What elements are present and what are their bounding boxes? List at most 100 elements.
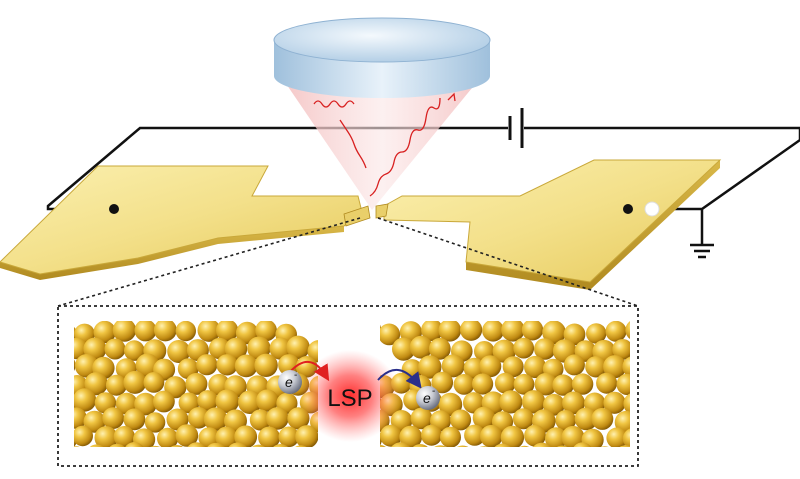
electron-right-label: e — [423, 390, 431, 406]
gold-nanoparticle — [251, 444, 266, 447]
gold-nanoparticle — [104, 338, 126, 360]
gold-nanoparticle — [591, 407, 614, 430]
gold-nanoparticle — [203, 407, 228, 432]
gold-nanoparticle — [74, 425, 93, 447]
gold-nanoparticle — [399, 425, 423, 447]
gold-nanoparticle — [410, 407, 433, 430]
gold-nanoparticle — [556, 445, 568, 447]
gold-nanoparticle — [421, 321, 444, 342]
gold-nanoparticle — [482, 321, 505, 342]
gold-nanoparticle — [113, 426, 135, 447]
light-cone — [274, 66, 490, 210]
wire-right — [524, 126, 800, 211]
gold-nanoparticle — [562, 391, 585, 415]
gold-nanoparticle — [295, 445, 307, 447]
gold-nanoparticle — [269, 337, 292, 360]
gold-nanoparticle — [603, 355, 627, 379]
gold-nanoparticle — [502, 356, 524, 378]
gold-nanoparticle — [109, 443, 125, 447]
gold-nanoparticle — [534, 338, 556, 360]
gold-nanoparticle — [105, 374, 127, 396]
right-contact-node-white — [644, 201, 660, 217]
gold-nanoparticle — [224, 337, 248, 360]
gold-nanoparticle — [563, 323, 586, 346]
electron-arrow-right — [377, 369, 422, 389]
gold-nanoparticle — [513, 373, 535, 395]
gold-nanoparticle — [187, 442, 206, 447]
gold-nanoparticle — [563, 354, 585, 376]
gold-nanoparticle — [606, 427, 628, 447]
zoom-lines — [57, 217, 639, 307]
right-contact-dot — [623, 204, 633, 214]
battery-icon — [508, 108, 524, 148]
gold-nanoparticle — [133, 428, 156, 447]
gold-nanoparticle — [545, 427, 568, 447]
gold-nanoparticle — [421, 424, 442, 446]
gold-nanoparticle — [234, 425, 258, 447]
gold-nanoparticle — [453, 374, 475, 395]
photon-arrow-right — [447, 92, 456, 102]
gold-nanoparticle — [600, 446, 609, 447]
gold-nanoparticle — [198, 427, 220, 447]
gold-nanoparticle — [380, 444, 386, 447]
gold-nanoparticle — [256, 389, 279, 412]
electron-right: e - — [416, 386, 440, 410]
photon-waves — [313, 92, 456, 197]
gold-nanoparticle — [215, 426, 238, 447]
gold-nanoparticle — [605, 321, 627, 342]
gold-nanoparticle — [409, 335, 433, 359]
gold-nanoparticle — [512, 408, 534, 430]
gold-nanoparticle — [428, 337, 451, 360]
gold-nanoparticle — [623, 393, 630, 415]
gold-nanoparticle — [123, 408, 146, 431]
gold-nanoparticle — [197, 321, 221, 342]
gold-nanoparticle — [513, 337, 535, 359]
gold-nanoparticle — [134, 321, 157, 342]
gold-nanoparticle — [456, 445, 469, 447]
gold-nanoparticle — [431, 371, 454, 394]
gold-nanoparticle — [295, 425, 318, 447]
gold-nanoparticle — [571, 373, 594, 395]
gold-nanoparticle — [622, 428, 630, 447]
gold-nanoparticle — [175, 424, 199, 447]
gold-nanoparticle — [479, 446, 489, 447]
gold-nanoparticle — [123, 370, 147, 394]
gold-nanoparticle — [464, 424, 486, 446]
gold-nanoparticle — [207, 442, 225, 447]
gold-nanoparticle — [255, 321, 277, 342]
gold-nanoparticle — [144, 412, 166, 433]
gold-nanoparticle — [391, 442, 410, 447]
gold-nanoparticle — [622, 356, 630, 377]
gold-nanoparticle — [228, 442, 247, 447]
gold-nanoparticle — [499, 390, 523, 414]
gold-nanoparticle — [254, 353, 278, 377]
gold-nanoparticle — [438, 321, 462, 342]
left-electrode-pad — [0, 165, 363, 280]
gold-nanoparticle — [542, 321, 566, 345]
gold-nanoparticle — [124, 340, 145, 361]
gold-nanoparticle — [112, 321, 137, 342]
gold-nanoparticle — [249, 409, 271, 431]
gold-nanoparticle — [521, 321, 544, 341]
photon-wave-right — [369, 97, 441, 197]
ground-icon — [690, 243, 714, 259]
gold-nanoparticle — [412, 444, 428, 447]
gold-nanoparticle — [185, 372, 208, 395]
gold-nanoparticle — [278, 426, 300, 447]
gold-nanoparticle — [196, 354, 218, 376]
gold-nanoparticle — [418, 355, 442, 379]
gold-nanoparticle — [150, 445, 161, 447]
gold-nanoparticle — [84, 372, 108, 396]
gold-nanoparticle — [494, 372, 516, 394]
gold-nanoparticle — [573, 442, 592, 447]
gold-nanoparticle — [450, 409, 472, 431]
gold-nanoparticle — [266, 407, 289, 430]
left-nanoparticle-patch — [74, 321, 318, 447]
gold-nanoparticle — [153, 321, 177, 342]
gold-nanoparticle — [586, 323, 607, 344]
gold-nanoparticle — [612, 339, 630, 360]
gold-nanoparticle — [238, 390, 262, 415]
gold-nanoparticle — [208, 337, 231, 360]
